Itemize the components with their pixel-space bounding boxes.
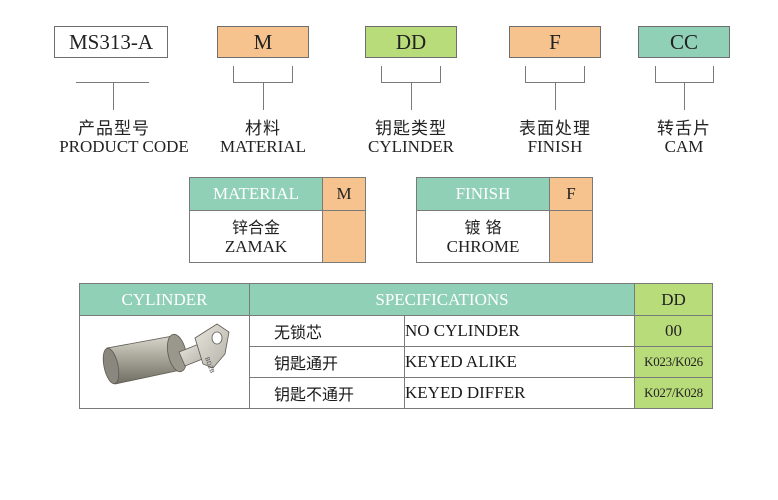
cylinder-table: CYLINDER SPECIFICATIONS DD (79, 283, 713, 409)
material-en: ZAMAK (224, 236, 288, 256)
spec-code: 00 (634, 315, 713, 347)
spec-code: K023/K026 (634, 346, 713, 378)
label-en-product: PRODUCT CODE (59, 137, 189, 156)
cylinder-key-image: BD2B (102, 323, 229, 385)
code-box-finish: F (509, 26, 601, 58)
label-cn-cylinder: 钥匙类型 (375, 119, 447, 139)
spec-en: NO CYLINDER (404, 315, 635, 347)
spec-code: K027/K028 (634, 377, 713, 409)
code-box-product: MS313-A (54, 26, 168, 58)
table-row: BD2B 无锁芯 NO CYLINDER 00 (79, 315, 713, 409)
spec-cn: 钥匙不通开 (249, 377, 405, 409)
spec-en: KEYED DIFFER (404, 377, 635, 409)
label-cn-product: 产品型号 (78, 119, 150, 139)
material-cn: 锌合金 (231, 217, 280, 237)
finish-header: FINISH (416, 177, 550, 211)
spec-cn: 无锁芯 (249, 315, 405, 347)
label-cn-finish: 表面处理 (519, 119, 591, 139)
table-row: 钥匙通开 KEYED ALIKE K023/K026 (80, 346, 713, 378)
label-cn-cam: 转舌片 (657, 119, 711, 139)
label-en-finish: FINISH (527, 137, 583, 156)
code-box-cam: CC (638, 26, 730, 58)
table-row: 镀 铬 CHROME (416, 210, 593, 263)
cylinder-image-cell: BD2B (79, 315, 250, 409)
table-row: 锌合金 ZAMAK (189, 210, 366, 263)
cylinder-code-header: DD (634, 283, 713, 316)
code-box-material: M (217, 26, 309, 58)
material-value-cell (322, 210, 366, 263)
finish-value-cell (549, 210, 593, 263)
table-row: 钥匙不通开 KEYED DIFFER K027/K028 (80, 377, 713, 409)
label-cn-material: 材料 (245, 119, 281, 139)
cylinder-header: CYLINDER (79, 283, 250, 316)
label-en-cam: CAM (664, 137, 704, 156)
finish-en: CHROME (446, 236, 520, 256)
material-code: M (322, 177, 366, 211)
code-box-cylinder: DD (365, 26, 457, 58)
label-en-material: MATERIAL (220, 137, 306, 156)
material-table: MATERIAL M 锌合金 ZAMAK (189, 177, 366, 263)
finish-code: F (549, 177, 593, 211)
spec-cn: 钥匙通开 (249, 346, 405, 378)
label-en-cylinder: CYLINDER (368, 137, 454, 156)
finish-table: FINISH F 镀 铬 CHROME (416, 177, 593, 263)
finish-cn: 镀 铬 (464, 217, 502, 237)
spec-en: KEYED ALIKE (404, 346, 635, 378)
material-header: MATERIAL (189, 177, 323, 211)
specifications-header: SPECIFICATIONS (249, 283, 635, 316)
